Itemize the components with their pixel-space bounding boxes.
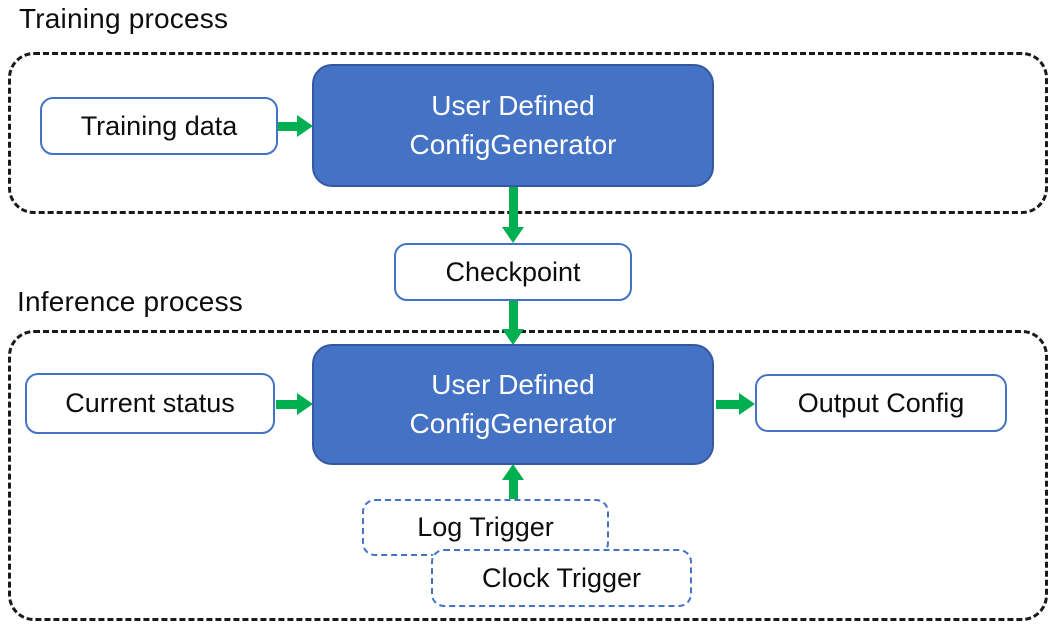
clock-trigger-label: Clock Trigger xyxy=(481,562,642,593)
arrow-head xyxy=(297,393,313,415)
arrow-generator-to-checkpoint-icon xyxy=(502,187,524,243)
inference-config-generator-box: User Defined ConfigGenerator xyxy=(312,344,714,465)
arrow-generator-to-output-config-icon xyxy=(716,393,755,415)
arrow-head xyxy=(297,115,313,137)
inference-process-container xyxy=(8,330,1048,621)
inference-process-label: Inference process xyxy=(17,286,243,317)
arrow-shaft xyxy=(508,187,518,227)
arrow-head xyxy=(502,227,524,243)
checkpoint-label: Checkpoint xyxy=(445,256,581,287)
current-status-label: Current status xyxy=(65,388,235,418)
inference-generator-line2: ConfigGenerator xyxy=(409,407,617,439)
training-config-generator-box: User Defined ConfigGenerator xyxy=(312,64,714,187)
arrow-shaft xyxy=(276,399,297,409)
inference-generator-line1: User Defined xyxy=(431,368,595,400)
training-data-box: Training data xyxy=(40,97,278,155)
arrow-current-status-to-generator-icon xyxy=(276,393,313,415)
arrow-shaft xyxy=(508,301,518,329)
training-generator-line2: ConfigGenerator xyxy=(409,128,617,160)
checkpoint-box: Checkpoint xyxy=(394,243,632,301)
arrow-checkpoint-to-inference-generator-icon xyxy=(502,301,524,345)
arrow-shaft xyxy=(278,121,297,131)
output-config-box: Output Config xyxy=(755,374,1007,432)
arrow-head xyxy=(739,393,755,415)
arrow-shaft xyxy=(716,399,739,409)
arrow-head xyxy=(502,464,524,480)
training-generator-line1: User Defined xyxy=(431,89,595,121)
clock-trigger-box: Clock Trigger xyxy=(431,549,692,607)
output-config-label: Output Config xyxy=(797,387,965,418)
current-status-box: Current status xyxy=(25,373,275,434)
arrow-triggers-to-generator-icon xyxy=(502,464,524,499)
training-process-label: Training process xyxy=(19,3,229,34)
arrow-head xyxy=(502,329,524,345)
training-process-container xyxy=(8,52,1048,214)
log-trigger-box: Log Trigger xyxy=(362,499,609,556)
arrow-shaft xyxy=(508,480,518,499)
log-trigger-label: Log Trigger xyxy=(417,512,554,542)
arrow-training-data-to-generator-icon xyxy=(278,115,313,137)
training-data-label: Training data xyxy=(80,110,238,141)
